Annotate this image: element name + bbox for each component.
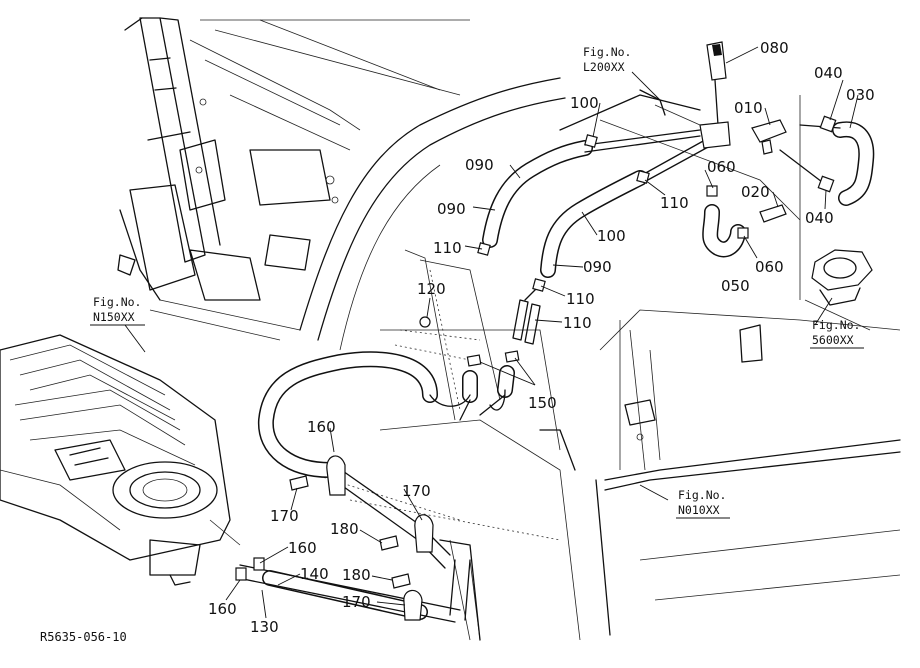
callout-100-upper: 090 — [465, 156, 494, 174]
fig-ref-n150-line2: N150XX — [93, 310, 135, 324]
callout-100-lower: 100 — [597, 227, 626, 245]
callout-090-right: 090 — [583, 258, 612, 276]
callout-170-upper: 160 — [307, 418, 336, 436]
callout-060-top: 060 — [707, 158, 736, 176]
callout-110-top: 100 — [570, 94, 599, 112]
callout-110-left: 110 — [433, 239, 462, 257]
callout-180-upper: 170 — [270, 507, 299, 525]
callout-040-bottom: 040 — [805, 209, 834, 227]
callout-050: 050 — [721, 277, 750, 295]
fig-ref-l200-line2: L200XX — [583, 60, 625, 74]
callout-090-left: 090 — [437, 200, 466, 218]
fig-ref-l200-line1: Fig.No. — [583, 45, 631, 59]
callout-020: 020 — [741, 183, 770, 201]
callout-040-top: 040 — [814, 64, 843, 82]
callout-160-left-top: 160 — [288, 539, 317, 557]
callout-060-bottom: 060 — [755, 258, 784, 276]
fig-ref-n150-line1: Fig.No. — [93, 295, 141, 309]
fig-ref-5600-line1: Fig.No. — [812, 318, 860, 332]
callout-080: 080 — [760, 39, 789, 57]
callout-180-lower: 180 — [342, 566, 371, 584]
callout-120: 110 — [563, 314, 592, 332]
fig-ref-5600-line2: 5600XX — [812, 333, 854, 347]
part-callouts: 080 040 030 010 020 060 040 060 050 100 … — [208, 39, 875, 636]
callout-140: 130 — [250, 618, 279, 636]
cab-frame-structure — [117, 17, 901, 641]
callout-170-lower: 170 — [342, 593, 371, 611]
fig-ref-n010-line1: Fig.No. — [678, 488, 726, 502]
fig-ref-n010-line2: N010XX — [678, 503, 720, 517]
callout-180-middle: 180 — [330, 520, 359, 538]
leader-lines — [124, 46, 859, 619]
callout-110-right: 110 — [660, 194, 689, 212]
hose-assembly — [237, 121, 875, 623]
figure-references: Fig.No. L200XX Fig.No. N150XX Fig.No. N0… — [90, 45, 864, 519]
callout-150: 140 — [300, 565, 329, 583]
callout-130: 120 — [417, 280, 446, 298]
drawing-code: R5635-056-10 — [40, 630, 127, 644]
callout-170-middle: 170 — [402, 482, 431, 500]
callout-010: 010 — [734, 99, 763, 117]
fittings-and-clamps — [235, 41, 873, 621]
callout-110-lower: 110 — [566, 290, 595, 308]
callout-030: 030 — [846, 86, 875, 104]
callout-160-left-bottom: 160 — [208, 600, 237, 618]
callout-160-middle: 150 — [528, 394, 557, 412]
heater-unit — [0, 334, 241, 586]
